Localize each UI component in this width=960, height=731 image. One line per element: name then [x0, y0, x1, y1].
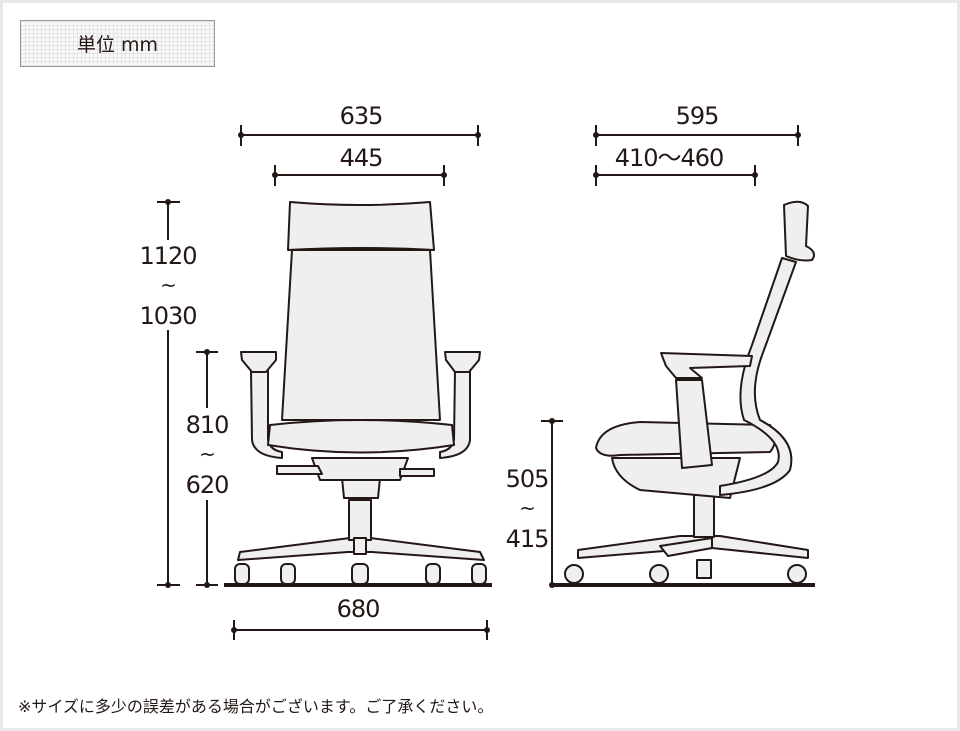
dim-seat-depth: 410〜460 [614, 144, 725, 172]
unit-label-box: 単位 mm [20, 20, 215, 67]
dim-armrest-height-max: 810 [185, 411, 230, 439]
dimension-endpoints [165, 132, 801, 633]
dim-overall-depth: 595 [675, 102, 720, 130]
range-separator-seat-height: ~ [519, 496, 536, 520]
unit-label: 単位 mm [76, 34, 159, 56]
dimension-lines [157, 125, 799, 640]
dim-overall-width: 635 [339, 102, 384, 130]
range-separator-armrest-height: ~ [199, 442, 216, 466]
dim-overall-height-min: 1030 [139, 302, 197, 330]
dim-seat-height-max: 505 [505, 465, 550, 493]
footnote: ※サイズに多少の誤差がある場合がございます。ご了承ください。 [18, 697, 494, 716]
dim-overall-height-max: 1120 [139, 242, 197, 270]
casters-front [234, 563, 487, 585]
dim-seat-width: 445 [339, 144, 384, 172]
dim-seat-height-min: 415 [505, 525, 550, 553]
front-view-chair [234, 201, 487, 585]
dim-base-width: 680 [336, 595, 381, 623]
casters-side [564, 564, 807, 584]
diagram-frame [3, 3, 957, 728]
range-separator-overall-height: ~ [160, 273, 177, 297]
side-view-chair [564, 200, 815, 584]
dim-armrest-height-min: 620 [185, 471, 230, 499]
